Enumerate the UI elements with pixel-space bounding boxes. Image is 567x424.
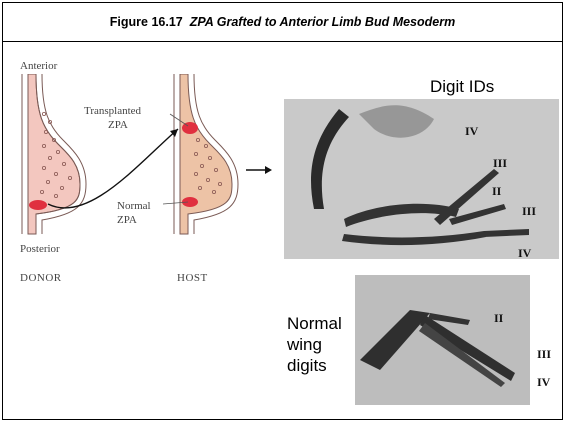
bottom-digit-3: IV	[537, 375, 550, 390]
bottom-digit-2: III	[537, 347, 551, 362]
anterior-label: Anterior	[20, 60, 57, 72]
top-digit-1: IV	[465, 124, 478, 139]
top-digit-4: III	[522, 204, 536, 219]
normal-caption-line1: Normal	[287, 314, 342, 334]
normal-wing-photo	[355, 275, 530, 405]
host-limb-bud	[174, 74, 238, 234]
figure-number: Figure 16.17	[110, 15, 183, 29]
limb-bud-schematic	[18, 74, 273, 249]
figure-title: Figure 16.17 ZPA Grafted to Anterior Lim…	[2, 15, 563, 29]
top-digit-3: II	[492, 184, 501, 199]
figure-subtitle: ZPA Grafted to Anterior Limb Bud Mesoder…	[190, 15, 456, 29]
figure-title-bar: Figure 16.17 ZPA Grafted to Anterior Lim…	[2, 2, 563, 42]
host-label: HOST	[177, 272, 208, 284]
top-digit-5: IV	[518, 246, 531, 261]
duplicated-wing-photo	[284, 99, 559, 259]
normal-caption-line3: digits	[287, 356, 327, 376]
top-digit-2: III	[493, 156, 507, 171]
bottom-digit-1: II	[494, 311, 503, 326]
donor-limb-bud	[22, 74, 86, 234]
donor-label: DONOR	[20, 272, 62, 284]
normal-caption-line2: wing	[287, 335, 322, 355]
digit-ids-heading: Digit IDs	[430, 77, 494, 97]
donor-zpa	[29, 200, 47, 210]
